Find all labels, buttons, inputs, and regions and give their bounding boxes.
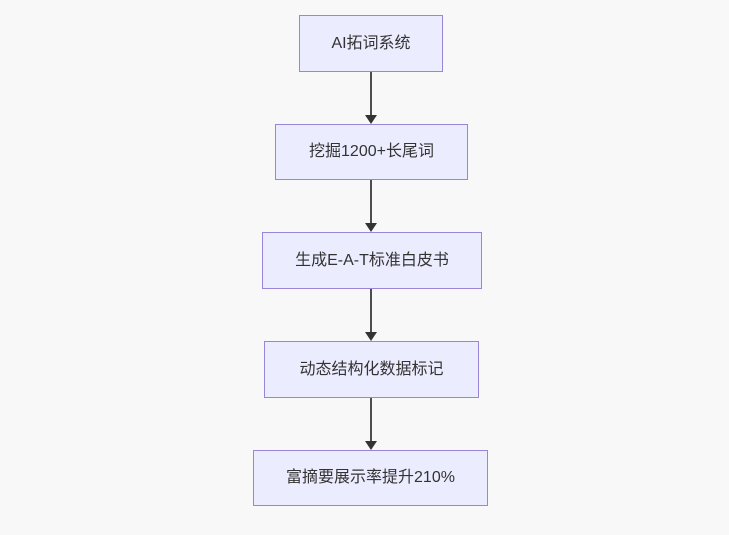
flow-arrow-1 — [365, 72, 377, 124]
flow-arrow-4 — [365, 398, 377, 450]
arrow-line — [370, 289, 372, 332]
flow-node-rich-snippet-rate: 富摘要展示率提升210% — [253, 450, 488, 506]
arrow-head-icon — [365, 441, 377, 450]
flow-node-label: 挖掘1200+长尾词 — [309, 143, 434, 161]
arrow-line — [370, 72, 372, 115]
arrow-head-icon — [365, 332, 377, 341]
flow-node-label: 富摘要展示率提升210% — [286, 469, 455, 487]
arrow-head-icon — [365, 115, 377, 124]
arrow-line — [370, 398, 372, 441]
arrow-line — [370, 180, 372, 223]
arrow-head-icon — [365, 223, 377, 232]
flow-arrow-3 — [365, 289, 377, 341]
flow-node-longtail-mining: 挖掘1200+长尾词 — [275, 124, 468, 180]
flow-node-label: 生成E-A-T标准白皮书 — [295, 251, 449, 269]
flow-node-label: AI拓词系统 — [331, 34, 411, 52]
flow-node-label: 动态结构化数据标记 — [299, 360, 444, 378]
flow-node-eat-whitepaper: 生成E-A-T标准白皮书 — [262, 232, 482, 289]
flow-arrow-2 — [365, 180, 377, 232]
flow-node-ai-word-expansion: AI拓词系统 — [299, 15, 443, 72]
flow-node-structured-data-markup: 动态结构化数据标记 — [264, 341, 479, 398]
